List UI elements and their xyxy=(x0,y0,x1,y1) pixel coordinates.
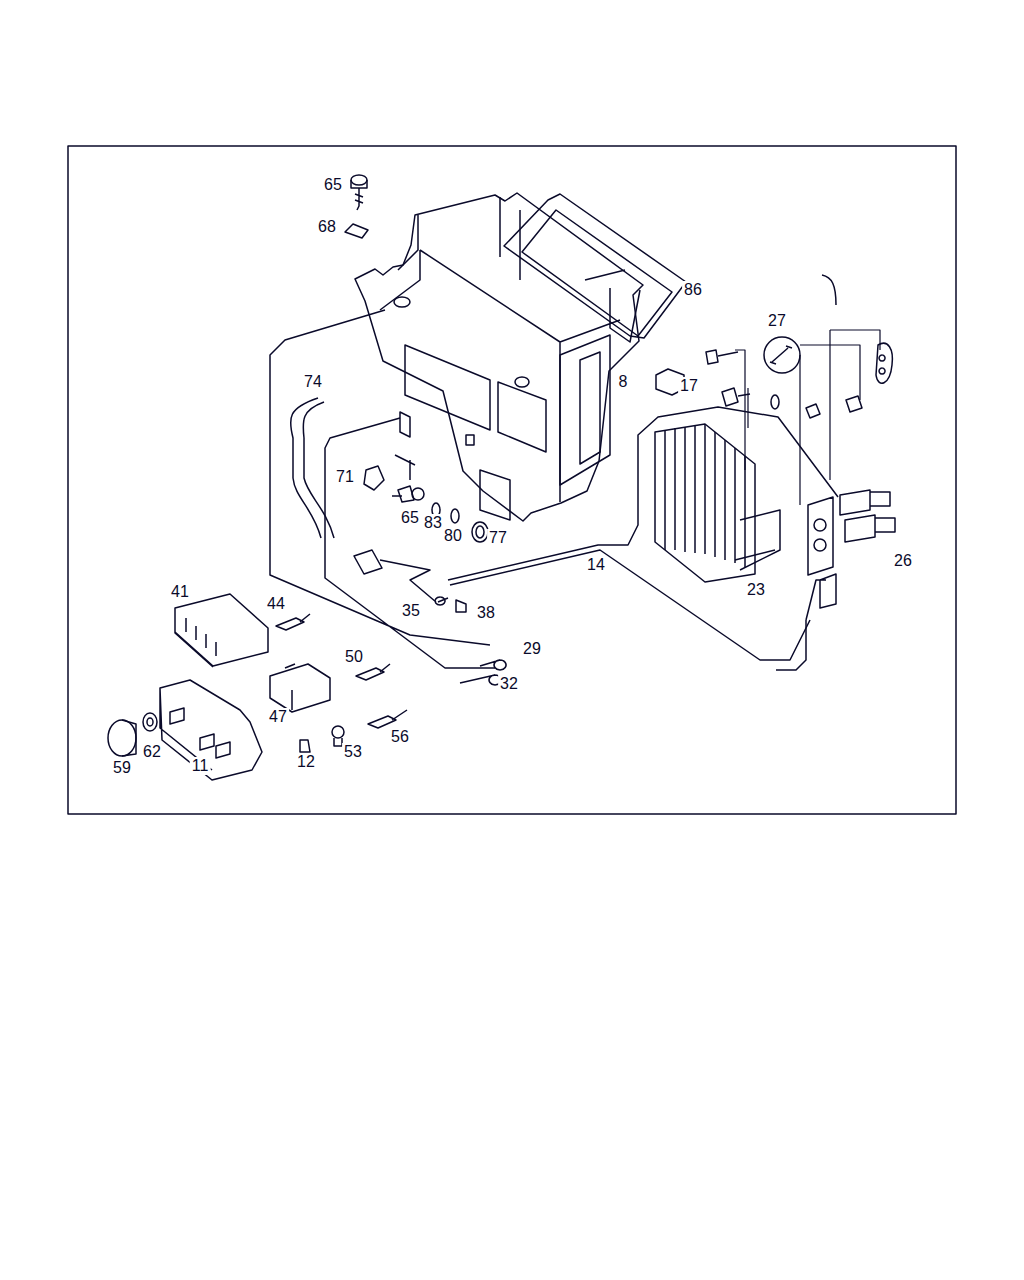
hose xyxy=(291,398,334,538)
wire xyxy=(270,310,495,668)
nut xyxy=(143,713,157,731)
wire xyxy=(776,574,836,670)
plug xyxy=(354,550,382,574)
callout-number: 38 xyxy=(475,604,497,622)
seal xyxy=(876,343,892,383)
knob-shaft xyxy=(170,708,230,758)
callout-number: 65 xyxy=(399,509,421,527)
bulb xyxy=(300,740,310,752)
clip xyxy=(806,275,862,418)
screw xyxy=(351,175,367,210)
frame xyxy=(68,146,956,814)
callout-number: 11 xyxy=(190,757,211,775)
callout-number: 23 xyxy=(745,581,767,599)
washer xyxy=(771,395,779,409)
wire xyxy=(380,560,448,605)
grommet xyxy=(472,522,488,542)
callout-number: 12 xyxy=(295,753,317,771)
bolt xyxy=(706,350,738,364)
callout-number: 56 xyxy=(389,728,411,746)
callout-number: 83 xyxy=(422,514,444,532)
callout-number: 65 xyxy=(322,176,344,194)
switch-block xyxy=(175,594,268,667)
callout-number: 71 xyxy=(334,468,356,486)
clip xyxy=(345,224,368,238)
service-symbol xyxy=(764,337,800,373)
wire xyxy=(448,407,838,660)
valve xyxy=(808,490,895,575)
bolt xyxy=(722,388,750,406)
callout-number: 77 xyxy=(487,529,509,547)
callout-number: 47 xyxy=(267,708,289,726)
service-symbol xyxy=(770,346,792,364)
callout-number: 44 xyxy=(265,595,287,613)
callout-number: 26 xyxy=(892,552,914,570)
callout-number: 27 xyxy=(766,312,788,330)
housing xyxy=(355,193,643,521)
callout-number: 8 xyxy=(617,373,630,391)
terminal xyxy=(368,710,407,728)
callout-number: 74 xyxy=(302,373,324,391)
callout-number: 62 xyxy=(141,743,163,761)
clip xyxy=(364,466,384,490)
leader-line xyxy=(735,330,880,505)
callout-number: 86 xyxy=(682,281,704,299)
callout-number: 53 xyxy=(342,743,364,761)
callout-number: 50 xyxy=(343,648,365,666)
relay-socket xyxy=(270,664,330,712)
callout-number: 59 xyxy=(111,759,133,777)
callout-number: 29 xyxy=(521,640,543,658)
clip xyxy=(456,600,466,612)
knob xyxy=(108,720,136,756)
gasket xyxy=(504,194,686,338)
callout-number: 80 xyxy=(442,527,464,545)
washer xyxy=(451,509,459,523)
screw xyxy=(392,486,424,502)
evaporator xyxy=(655,424,780,582)
callout-number: 68 xyxy=(316,218,338,236)
callout-number: 41 xyxy=(169,583,191,601)
callout-number: 17 xyxy=(678,377,700,395)
terminal xyxy=(276,614,310,630)
terminal xyxy=(356,664,390,680)
callout-number: 14 xyxy=(585,556,607,574)
control-unit xyxy=(160,680,262,780)
callout-number: 35 xyxy=(400,602,422,620)
callout-number: 32 xyxy=(498,675,520,693)
